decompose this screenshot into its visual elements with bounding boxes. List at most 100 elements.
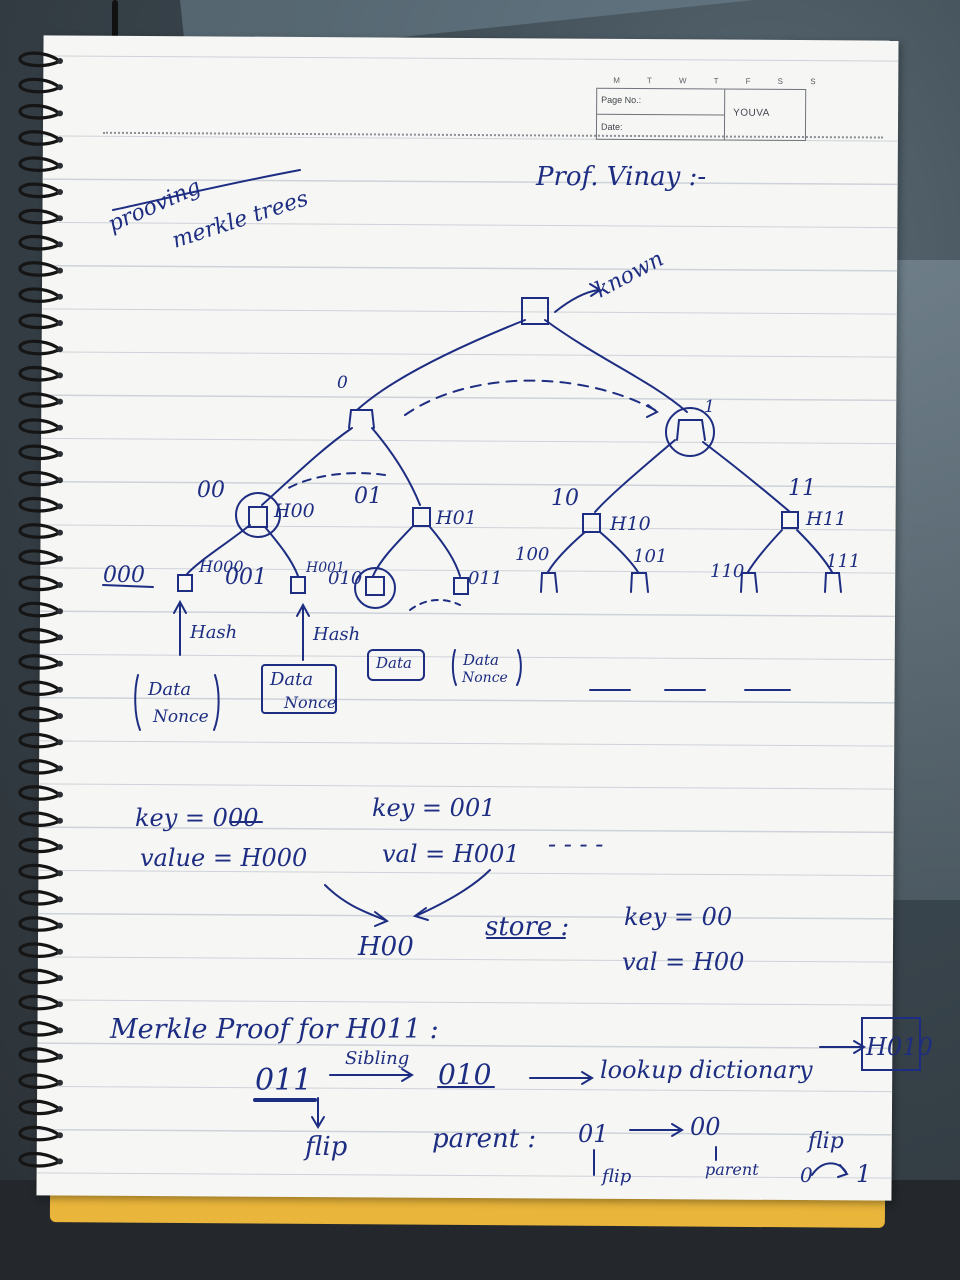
spiral-hole (57, 293, 63, 300)
kv-arrow-left (324, 884, 386, 921)
label-111: 111 (826, 551, 860, 572)
spiral-hole (57, 1079, 63, 1086)
edge-0-00 (261, 427, 353, 506)
data-brace-4-left (451, 649, 457, 686)
proof-next-bits: 00 (690, 1113, 721, 1141)
dashed-arrow-010-011 (409, 599, 461, 611)
label-100: 100 (515, 544, 549, 565)
edge-01-011 (429, 526, 461, 577)
spiral-coil (18, 549, 59, 565)
spiral-coil (18, 916, 59, 932)
label-h00: H00 (273, 500, 315, 522)
dashed-arrow-0-to-1 (404, 379, 656, 416)
label-010: 010 (328, 568, 362, 589)
leaf-101 (630, 572, 649, 593)
spiral-coil (18, 1099, 59, 1116)
edge-01-010 (372, 526, 413, 577)
proof-flip-1: flip (303, 1132, 348, 1162)
node-01 (412, 507, 431, 527)
leaf-010-circle (354, 567, 396, 609)
label-11: 11 (788, 476, 816, 501)
dashed-arrow-01-to-00 (284, 472, 386, 491)
data-box-2 (261, 664, 337, 714)
spiral-coil (18, 837, 59, 854)
proof-parent-1: parent : (432, 1124, 536, 1154)
spiral-coil (18, 601, 59, 618)
spiral-hole (57, 844, 63, 850)
spiral-coil (18, 261, 59, 277)
underline-title (112, 169, 301, 211)
spiral-coil (18, 706, 59, 723)
spiral-coil (18, 523, 59, 539)
label-h11: H11 (805, 508, 847, 530)
proof-bits: 011 (255, 1063, 312, 1098)
label-1: 1 (704, 397, 715, 417)
edge-11-110 (747, 529, 783, 573)
underline-000 (102, 584, 154, 588)
spiral-hole (57, 241, 63, 248)
spiral-coil (18, 392, 59, 408)
spiral-coil (18, 994, 59, 1011)
dashed-arrow-head-1 (646, 404, 659, 418)
leaf-011 (453, 577, 469, 595)
spiral-coil (18, 287, 59, 303)
label-data-2: Data (269, 669, 313, 690)
label-h001: H001 (305, 560, 345, 576)
leaf-111 (824, 572, 842, 593)
label-000: 000 (103, 563, 145, 588)
spiral-hole (57, 608, 63, 615)
spiral-coil (18, 234, 59, 251)
edge-11-111 (796, 529, 833, 573)
label-hash-2: Hash (312, 624, 360, 645)
spiral-hole (57, 162, 63, 169)
spiral-hole (57, 1106, 63, 1112)
edge-root-right (544, 319, 688, 413)
title-right: Prof. Vinay :- (535, 162, 706, 192)
known-arrow (554, 289, 599, 313)
spiral-hole (57, 1158, 63, 1165)
node-1-circle (665, 407, 715, 457)
kv-arrow-right-head (412, 907, 429, 921)
data-brace-1-right (213, 674, 220, 731)
label-0: 0 (337, 373, 348, 393)
spiral-coil (18, 51, 59, 68)
leaf-001 (290, 576, 306, 594)
node-11 (781, 511, 799, 529)
kv-key-2: key = 001 (372, 794, 495, 822)
spiral-coil (18, 654, 59, 670)
spiral-coil (18, 1151, 59, 1168)
spiral-coil (18, 732, 59, 749)
spiral-hole (57, 451, 63, 457)
spiral-hole (57, 1053, 63, 1060)
spiral-hole (57, 503, 63, 510)
spiral-hole (57, 320, 63, 326)
spiral-hole (57, 660, 63, 667)
label-hash-1: Hash (189, 622, 237, 643)
label-data-4: Data (462, 651, 499, 669)
spiral-hole (57, 189, 63, 195)
result-box (861, 1017, 921, 1071)
spiral-coil (18, 627, 59, 644)
label-01: 01 (354, 484, 382, 509)
kv-val-2: val = H001 (382, 840, 520, 868)
root-node (521, 297, 549, 325)
spiral-hole (57, 1027, 63, 1034)
leaf-000 (177, 574, 193, 592)
kv-val-1: value = H000 (140, 844, 307, 872)
spiral-coil (18, 1020, 59, 1037)
spiral-hole (57, 948, 63, 955)
label-h01: H01 (435, 507, 477, 529)
spiral-hole (57, 634, 63, 641)
kv-arrow-left-head (374, 911, 389, 927)
edge-0-01 (371, 427, 421, 506)
spiral-coil (18, 470, 59, 487)
sibling-arrow-head (401, 1068, 414, 1082)
spiral-hole (57, 896, 63, 903)
node-00-circle (235, 492, 281, 538)
spiral-coil (18, 418, 59, 434)
spiral-hole (57, 713, 63, 719)
spiral-coil (18, 758, 59, 775)
label-nonce-2: Nonce (283, 693, 336, 712)
spiral-hole (57, 424, 63, 431)
proof-lookup: lookup dictionary (600, 1056, 813, 1084)
